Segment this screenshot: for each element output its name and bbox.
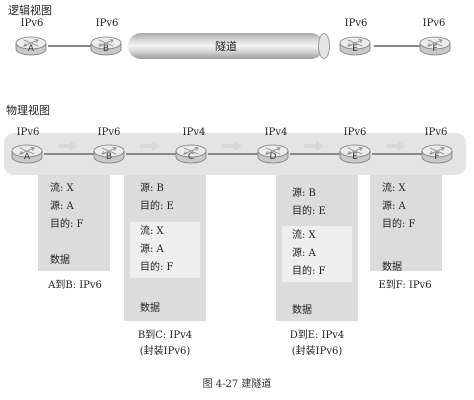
router-label: A bbox=[23, 152, 31, 162]
router-label: E bbox=[352, 44, 358, 54]
packet-de-caption-1: D到E: IPv4 bbox=[289, 330, 345, 341]
packet-ab-flow: 流: X bbox=[50, 183, 74, 194]
physical-link-de bbox=[290, 153, 342, 155]
packet-bc-outer-src: 源: B bbox=[140, 183, 164, 194]
packet-bc-outer-dst: 目的: E bbox=[140, 201, 174, 212]
packet-ab-dst: 目的: F bbox=[50, 219, 84, 230]
physical-proto-d: IPv4 bbox=[264, 127, 288, 138]
packet-ef-dst: 目的: F bbox=[382, 219, 416, 230]
packet-de-caption-2: (封装IPv6) bbox=[291, 346, 343, 357]
packet-de-dst: 目的: F bbox=[292, 266, 326, 277]
logical-router-e: E bbox=[338, 35, 372, 57]
physical-link-ef bbox=[372, 153, 424, 155]
physical-link-cd bbox=[208, 153, 260, 155]
logical-link-ab bbox=[48, 45, 92, 47]
arrow-de bbox=[304, 141, 324, 151]
packet-de-data: 数据 bbox=[292, 305, 312, 316]
packet-bc-flow: 流: X bbox=[140, 226, 164, 237]
router-label: C bbox=[187, 152, 195, 162]
physical-proto-c: IPv4 bbox=[182, 127, 206, 138]
packet-bc-src: 源: A bbox=[140, 244, 164, 255]
physical-link-ab bbox=[44, 153, 96, 155]
packet-de-src: 源: A bbox=[292, 248, 316, 259]
physical-proto-f: IPv6 bbox=[424, 127, 448, 138]
logical-proto-b: IPv6 bbox=[95, 18, 119, 29]
router-label: F bbox=[432, 44, 438, 54]
packet-ab-caption: A到B: IPv6 bbox=[48, 280, 102, 291]
physical-proto-b: IPv6 bbox=[97, 127, 121, 138]
packet-bc-caption-2: (封装IPv6) bbox=[139, 346, 191, 357]
physical-proto-a: IPv6 bbox=[16, 127, 40, 138]
arrow-cd bbox=[222, 141, 242, 151]
logical-link-ef bbox=[374, 45, 420, 47]
logical-router-f: F bbox=[418, 35, 452, 57]
tunnel-label: 隧道 bbox=[215, 40, 237, 53]
router-label: A bbox=[27, 44, 35, 54]
logical-router-a: A bbox=[14, 35, 48, 57]
figure-caption: 图 4-27 建隧道 bbox=[202, 379, 272, 390]
router-label: B bbox=[102, 44, 110, 54]
packet-ab-src: 源: A bbox=[50, 201, 74, 212]
arrow-bc bbox=[140, 141, 160, 151]
packet-bc-caption-1: B到C: IPv4 bbox=[137, 330, 193, 341]
logical-proto-e: IPv6 bbox=[344, 18, 368, 29]
packet-ef-flow: 流: X bbox=[382, 183, 406, 194]
logical-proto-f: IPv6 bbox=[422, 18, 446, 29]
tunnel-end bbox=[318, 33, 330, 59]
packet-a-to-b bbox=[38, 175, 110, 271]
packet-de-outer-src: 源: B bbox=[292, 188, 316, 199]
physical-router-e: E bbox=[338, 143, 372, 165]
packet-ef-caption: E到F: IPv6 bbox=[378, 280, 432, 291]
packet-de-flow: 流: X bbox=[292, 230, 316, 241]
arrow-ab bbox=[58, 141, 78, 151]
arrow-ef bbox=[386, 141, 406, 151]
packet-e-to-f bbox=[370, 175, 442, 271]
logical-view-title: 逻辑视图 bbox=[8, 4, 52, 17]
physical-router-a: A bbox=[10, 143, 44, 165]
packet-de-outer-dst: 目的: E bbox=[292, 206, 326, 217]
packet-bc-inner bbox=[130, 222, 200, 278]
router-label: E bbox=[352, 152, 358, 162]
physical-router-f: F bbox=[420, 143, 454, 165]
physical-link-bc bbox=[126, 153, 178, 155]
physical-router-b: B bbox=[92, 143, 126, 165]
logical-proto-a: IPv6 bbox=[20, 18, 44, 29]
packet-bc-dst: 目的: F bbox=[140, 262, 174, 273]
router-label: F bbox=[434, 152, 440, 162]
physical-view-title: 物理视图 bbox=[6, 104, 50, 117]
packet-bc-data: 数据 bbox=[140, 303, 160, 314]
packet-ef-data: 数据 bbox=[382, 262, 402, 273]
router-label: B bbox=[105, 152, 113, 162]
tunnel: 隧道 bbox=[128, 33, 324, 59]
logical-router-b: B bbox=[89, 35, 123, 57]
physical-proto-e: IPv6 bbox=[343, 127, 367, 138]
packet-ab-data: 数据 bbox=[50, 255, 70, 266]
physical-router-d: D bbox=[256, 143, 290, 165]
packet-ef-src: 源: A bbox=[382, 201, 406, 212]
router-label: D bbox=[269, 152, 277, 162]
packet-de-inner bbox=[282, 226, 352, 282]
physical-router-c: C bbox=[174, 143, 208, 165]
